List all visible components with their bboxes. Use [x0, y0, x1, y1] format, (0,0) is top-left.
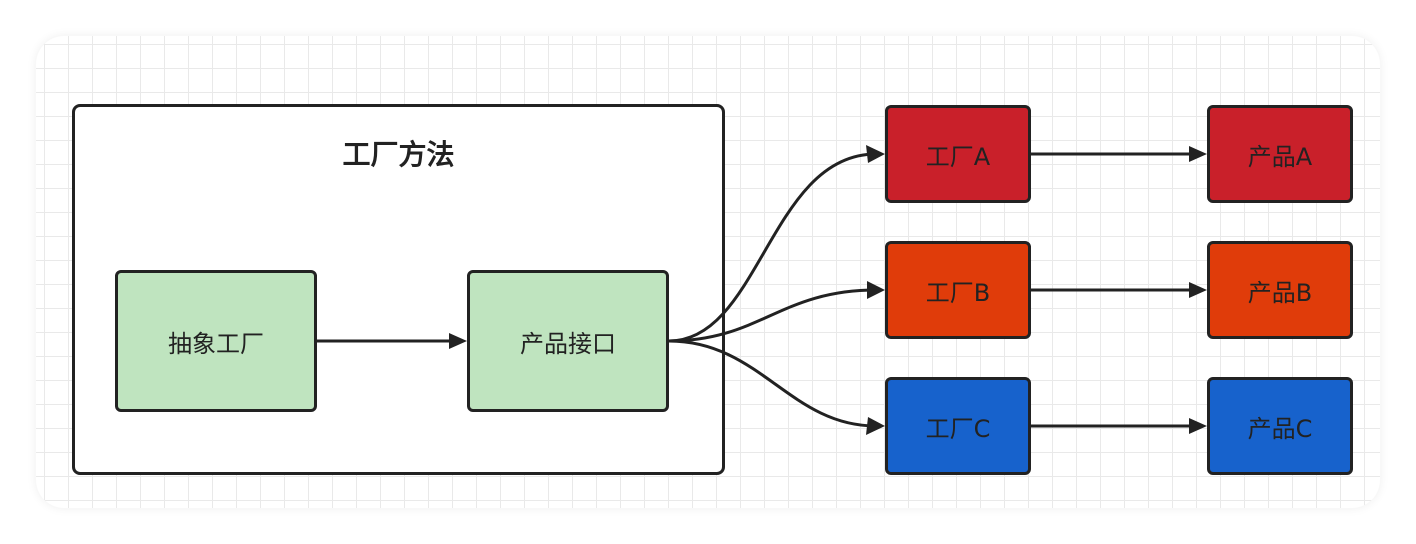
- node-product-interface[interactable]: 产品接口: [467, 270, 669, 412]
- node-product-c[interactable]: 产品C: [1207, 377, 1353, 475]
- node-label: 产品B: [1247, 278, 1313, 307]
- node-label: 抽象工厂: [168, 329, 264, 358]
- node-label: 产品C: [1247, 414, 1313, 443]
- node-label: 产品接口: [520, 329, 616, 358]
- node-product-b[interactable]: 产品B: [1207, 241, 1353, 339]
- node-factory-c[interactable]: 工厂C: [885, 377, 1031, 475]
- node-product-a[interactable]: 产品A: [1207, 105, 1353, 203]
- node-factory-b[interactable]: 工厂B: [885, 241, 1031, 339]
- node-abstract-factory[interactable]: 抽象工厂: [115, 270, 317, 412]
- node-label: 产品A: [1247, 142, 1313, 171]
- node-label: 工厂B: [925, 278, 991, 307]
- node-factory-a[interactable]: 工厂A: [885, 105, 1031, 203]
- node-label: 工厂A: [925, 142, 991, 171]
- node-label: 工厂C: [925, 414, 991, 443]
- group-title: 工厂方法: [342, 138, 455, 171]
